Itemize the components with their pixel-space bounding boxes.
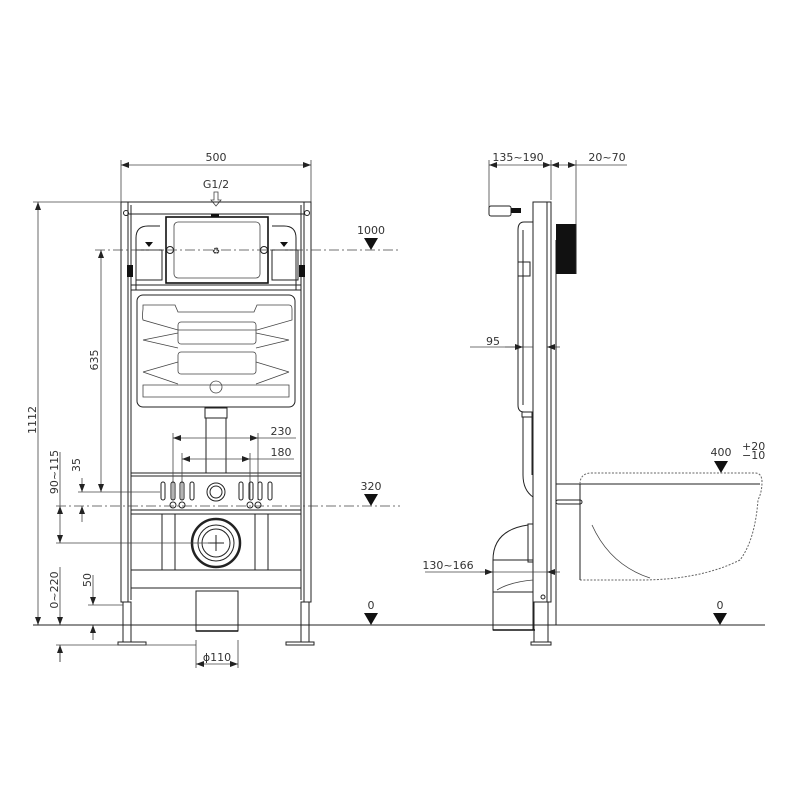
level-0-side-label: 0 (717, 599, 724, 612)
seat-height-label: 400 (711, 446, 732, 459)
level-marker-icon (364, 238, 378, 250)
level-1000-label: 1000 (357, 224, 385, 237)
dim-35-label: 35 (70, 458, 83, 472)
wall-depth-label: 135~190 (492, 151, 543, 164)
dim-230-label: 230 (271, 425, 292, 438)
leg-50-label: 50 (81, 573, 94, 587)
range-90-115-label: 90~115 (48, 450, 61, 494)
dim-635-label: 635 (88, 350, 101, 371)
height-1112-label: 1112 (26, 406, 39, 434)
seat-tol-minus-label: −10 (742, 449, 765, 462)
drain-diameter-label: ϕ110 (203, 651, 231, 664)
drain-offset-label: 130~166 (422, 559, 473, 572)
level-marker-icon (714, 461, 728, 473)
level-marker-icon (713, 613, 727, 625)
inlet-arrow-icon (210, 191, 222, 207)
plate-depth-label: 20~70 (588, 151, 625, 164)
range-0-220-label: 0~220 (48, 571, 61, 608)
g12-label: G1/2 (203, 178, 229, 191)
side-view: 135~190 20~70 95 (422, 151, 765, 646)
seat-tol-plus-label: +20 (742, 440, 765, 453)
level-0-front-label: 0 (368, 599, 375, 612)
level-320-label: 320 (361, 480, 382, 493)
level-marker-icon (364, 494, 378, 506)
dim-180-label: 180 (271, 446, 292, 459)
recycle-icon: ♻ (212, 246, 220, 256)
front-view: 500 G1/2 ♻ (26, 151, 470, 668)
cistern-depth-label: 95 (486, 335, 500, 348)
width-500-label: 500 (206, 151, 227, 164)
level-marker-icon (364, 613, 378, 625)
